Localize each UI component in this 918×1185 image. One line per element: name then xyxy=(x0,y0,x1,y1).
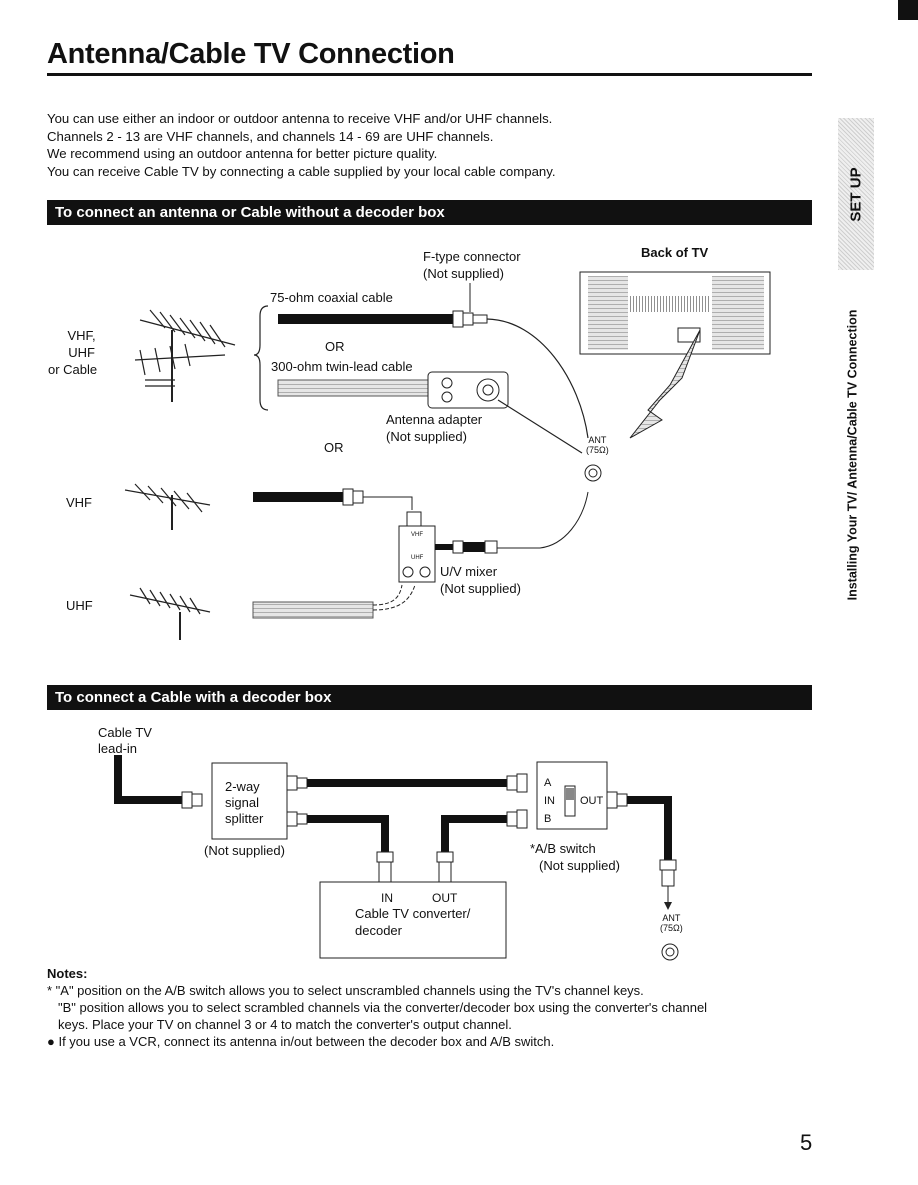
or-label: OR xyxy=(325,339,345,354)
vhf-label: VHF xyxy=(66,495,92,510)
note-line: * "A" position on the A/B switch allows … xyxy=(47,983,644,998)
label-line: ANT xyxy=(662,913,681,923)
section1-heading: To connect an antenna or Cable without a… xyxy=(47,200,812,225)
label-line: or Cable xyxy=(48,362,98,377)
notes-heading: Notes: xyxy=(47,966,88,981)
ant-label: ANT (75Ω) xyxy=(586,435,609,455)
label-line: Cable TV converter/ xyxy=(355,906,471,921)
splitter-box xyxy=(211,762,288,840)
intro-line: You can receive Cable TV by connecting a… xyxy=(47,163,556,179)
notes: Notes: * "A" position on the A/B switch … xyxy=(47,965,707,1050)
uhf-antenna-icon xyxy=(129,587,211,640)
converter-box xyxy=(319,881,507,959)
section2-heading: To connect a Cable with a decoder box xyxy=(47,685,812,710)
setup-side-tab: SET UP xyxy=(838,118,874,270)
label-line: *A/B switch xyxy=(530,841,596,856)
mixer-uhf-label: UHF xyxy=(411,555,424,561)
note-line: "B" position allows you to select scramb… xyxy=(58,1000,708,1015)
mixer-label: U/V mixer (Not supplied) xyxy=(440,563,521,597)
coax-cable xyxy=(278,314,453,324)
side-section-label: Installing Your TV/ Antenna/Cable TV Con… xyxy=(845,309,860,601)
label-line: (Not supplied) xyxy=(440,581,521,596)
label-line: lead-in xyxy=(98,741,138,756)
setup-tab-label: SET UP xyxy=(847,166,865,222)
label-line: (Not supplied) xyxy=(539,858,620,873)
label-line: (75Ω) xyxy=(586,445,609,455)
or-label: OR xyxy=(324,440,344,455)
twin-lead-cable xyxy=(277,379,429,397)
ab-b-label: B xyxy=(544,813,552,825)
label-line: 2-way xyxy=(225,779,260,794)
back-of-tv-label: Back of TV xyxy=(641,245,709,260)
decoder-diagram xyxy=(114,755,679,961)
label-line: decoder xyxy=(355,923,402,938)
label-line: ANT xyxy=(588,435,607,445)
converter-label: Cable TV converter/ decoder xyxy=(355,905,470,939)
label-line: VHF, xyxy=(67,328,96,343)
label-line: splitter xyxy=(225,811,264,826)
splitter-label: 2-way signal splitter xyxy=(225,779,263,827)
ab-in-label: IN xyxy=(544,795,555,807)
label-line: (75Ω) xyxy=(660,923,683,933)
page-number: 5 xyxy=(800,1130,813,1155)
label-line: F-type connector xyxy=(423,249,521,264)
mixer-vhf-label: VHF xyxy=(411,532,423,538)
ab-a-label: A xyxy=(544,777,552,789)
note-line: keys. Place your TV on channel 3 or 4 to… xyxy=(58,1017,512,1032)
label-line: (Not supplied) xyxy=(423,266,504,281)
note-line: ● If you use a VCR, connect its antenna … xyxy=(47,1034,555,1049)
corner-mark xyxy=(898,0,918,20)
combo-antenna-icon xyxy=(134,309,236,402)
label-line: signal xyxy=(225,795,259,810)
ab-switch-label: *A/B switch (Not supplied) xyxy=(530,840,620,874)
splitter-note: (Not supplied) xyxy=(204,843,285,858)
f-type-label: F-type connector (Not supplied) xyxy=(423,248,521,282)
twin-lead-label: 300-ohm twin-lead cable xyxy=(271,359,413,374)
cable-tv-label: Cable TV lead-in xyxy=(98,725,152,757)
vhf-uhf-cable-label: VHF, UHF or Cable xyxy=(48,327,97,378)
intro-line: You can use either an indoor or outdoor … xyxy=(47,111,553,126)
label-line: U/V mixer xyxy=(440,564,498,579)
label-line: Antenna adapter xyxy=(386,412,483,427)
title-rule xyxy=(47,73,812,76)
intro-line: We recommend using an outdoor antenna fo… xyxy=(47,146,438,161)
adapter-label: Antenna adapter (Not supplied) xyxy=(386,411,482,445)
vhf-antenna-icon xyxy=(124,483,211,530)
label-line: UHF xyxy=(68,345,95,360)
intro-line: Channels 2 - 13 are VHF channels, and ch… xyxy=(47,128,494,144)
conv-out-label: OUT xyxy=(432,891,458,905)
conv-in-label: IN xyxy=(381,891,393,905)
label-line: (Not supplied) xyxy=(386,429,467,444)
coax-label: 75-ohm coaxial cable xyxy=(270,290,393,305)
ant-label: ANT (75Ω) xyxy=(660,913,683,933)
ab-out-label: OUT xyxy=(580,795,604,807)
side-section-text: Installing Your TV/ Antenna/Cable TV Con… xyxy=(832,290,872,620)
label-line: Cable TV xyxy=(98,725,152,740)
uhf-label: UHF xyxy=(66,598,93,613)
intro-paragraph: You can use either an indoor or outdoor … xyxy=(47,110,556,180)
page-title: Antenna/Cable TV Connection xyxy=(47,38,455,70)
